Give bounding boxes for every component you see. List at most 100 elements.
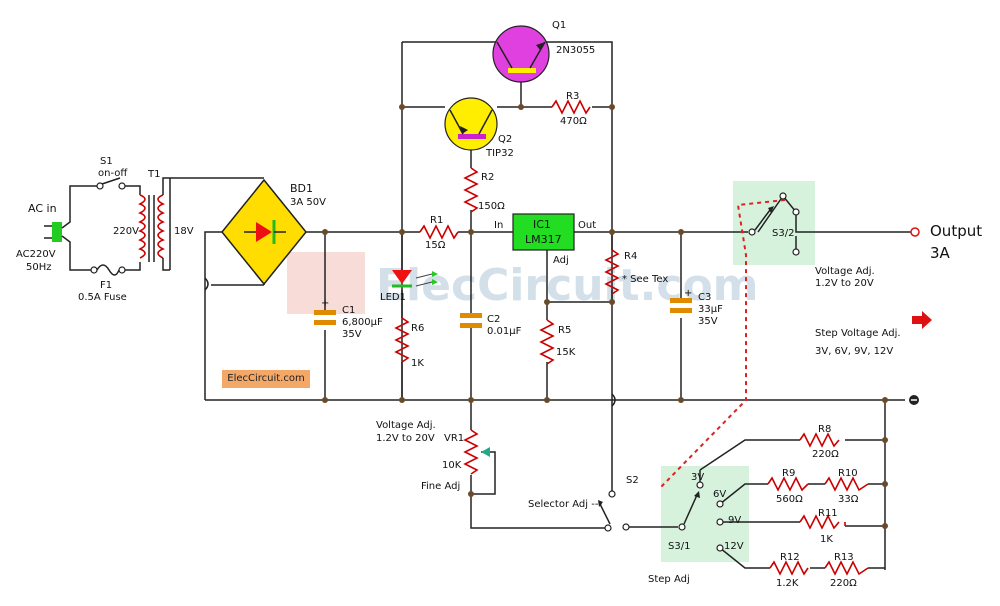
r13-value: 220Ω — [830, 578, 857, 589]
c1-voltage: 35V — [342, 329, 362, 340]
r9-value: 560Ω — [776, 494, 803, 505]
r6-value: 1K — [411, 358, 424, 369]
transformer-t1: T1 220V 18V — [113, 169, 194, 271]
r4-label: R4 — [624, 251, 637, 262]
output-label: Output — [930, 222, 982, 240]
capacitor-c2: C2 0.01µF — [460, 313, 522, 337]
ic1-pin-in: In — [494, 220, 503, 231]
ic1-label: IC1 — [533, 218, 551, 231]
resistor-r12: R12 1.2K — [769, 552, 809, 589]
r9-label: R9 — [782, 468, 795, 479]
c2-value: 0.01µF — [487, 326, 522, 337]
q2-label: Q2 — [498, 134, 512, 145]
c3-plus-icon: + — [684, 288, 692, 299]
transistor-q1: Q1 2N3055 — [492, 20, 595, 83]
t1-label: T1 — [147, 169, 160, 180]
vadj-left-title: Voltage Adj. — [376, 420, 436, 431]
bd1-label: BD1 — [290, 182, 313, 195]
r8-label: R8 — [818, 424, 831, 435]
watermark: ElecCircuit.com — [287, 252, 759, 314]
r12-value: 1.2K — [776, 578, 799, 589]
resistor-r3: R3 470Ω — [551, 91, 591, 127]
potentiometer-vr1: VR1 10K Voltage Adj. 1.2V to 20V Fine Ad… — [376, 420, 490, 492]
switch-s2: S2 Selector Adj --- — [528, 475, 639, 532]
step-title: Step Voltage Adj. — [815, 328, 901, 339]
s1-value: on-off — [98, 168, 128, 179]
q1-label: Q1 — [552, 20, 566, 31]
ac-plug-icon — [52, 222, 62, 242]
r3-value: 470Ω — [560, 116, 587, 127]
switch-s3-2: S3/2 — [748, 192, 800, 256]
r5-label: R5 — [558, 325, 571, 336]
t1-primary-label: 220V — [113, 226, 139, 237]
ic1-pin-out: Out — [578, 220, 596, 231]
ac-in-label: AC in — [28, 202, 57, 215]
wire-crossover-right — [611, 393, 616, 407]
resistor-r1: R1 15Ω — [419, 215, 459, 251]
r1-value: 15Ω — [425, 240, 446, 251]
bd1-value: 3A 50V — [290, 197, 326, 208]
resistor-r8: R8 220Ω — [799, 424, 840, 460]
s3-1-6v-label: 6V — [713, 489, 726, 500]
c1-value: 6,800µF — [342, 317, 383, 328]
step-values: 3V, 6V, 9V, 12V — [815, 346, 893, 357]
ac-freq-label: 50Hz — [26, 262, 52, 273]
resistor-r2: R2 150Ω — [463, 167, 505, 213]
resistor-r11: R11 1K — [799, 508, 846, 545]
ic1-part: LM317 — [525, 233, 562, 246]
transistor-q2: Q2 TIP32 — [444, 97, 514, 159]
resistor-r10: R10 33Ω — [824, 468, 869, 505]
r8-value: 220Ω — [812, 449, 839, 460]
switch-s1: S1 on-off — [96, 156, 141, 195]
ground-terminal — [909, 395, 919, 405]
ac-input: AC in AC220V 50Hz — [16, 185, 100, 273]
r13-label: R13 — [834, 552, 854, 563]
r3-label: R3 — [566, 91, 579, 102]
s3-1-9v-label: 9V — [728, 515, 741, 526]
resistor-r13: R13 220Ω — [824, 552, 869, 589]
ac-spec-label: AC220V — [16, 249, 56, 260]
r12-label: R12 — [780, 552, 800, 563]
r6-label: R6 — [411, 323, 424, 334]
watermark-logo-icon — [287, 252, 365, 314]
vr1-value: 10K — [442, 460, 462, 471]
r1-label: R1 — [430, 215, 443, 226]
s3-2-highlight — [733, 181, 815, 265]
vadj-right-range: 1.2V to 20V — [815, 278, 874, 289]
wires — [169, 41, 912, 570]
output-current: 3A — [930, 244, 951, 262]
resistor-r9: R9 560Ω — [767, 468, 809, 505]
switch-s3-1: 3V 6V 9V 12V S3/1 Step Adj — [648, 470, 744, 585]
junction-dots — [322, 104, 888, 529]
r2-value: 150Ω — [478, 201, 505, 212]
fine-adj-label: Fine Adj — [421, 481, 460, 492]
resistor-r6: R6 1K — [394, 317, 424, 369]
c2-label: C2 — [487, 314, 500, 325]
ic1-pin-adj: Adj — [553, 255, 569, 266]
led1-label: LED1 — [380, 292, 406, 303]
bridge-bd1: BD1 3A 50V — [221, 178, 326, 286]
fuse-f1: F1 0.5A Fuse — [78, 262, 141, 303]
vr1-label: VR1 — [444, 433, 464, 444]
vadj-left-range: 1.2V to 20V — [376, 433, 435, 444]
switch-gang-link — [659, 199, 786, 489]
output-terminal: Output 3A — [910, 222, 982, 262]
t1-secondary-label: 18V — [174, 226, 194, 237]
c3-value: 33µF — [698, 304, 723, 315]
q1-part: 2N3055 — [556, 45, 595, 56]
r4-note: * See Tex — [622, 274, 668, 285]
s3-2-label: S3/2 — [772, 228, 794, 239]
regulator-ic1: IC1 LM317 In Out Adj — [494, 213, 596, 266]
c3-voltage: 35V — [698, 316, 718, 327]
r2-label: R2 — [481, 172, 494, 183]
r10-value: 33Ω — [838, 494, 859, 505]
r11-value: 1K — [820, 534, 833, 545]
f1-value: 0.5A Fuse — [78, 292, 127, 303]
s3-1-12v-label: 12V — [724, 541, 744, 552]
capacitor-c1: + C1 6,800µF 35V — [314, 298, 383, 340]
q2-part: TIP32 — [485, 148, 514, 159]
s3-1-highlight — [661, 466, 749, 562]
capacitor-c3: + C3 33µF 35V — [670, 288, 723, 327]
vadj-right-title: Voltage Adj. — [815, 266, 875, 277]
